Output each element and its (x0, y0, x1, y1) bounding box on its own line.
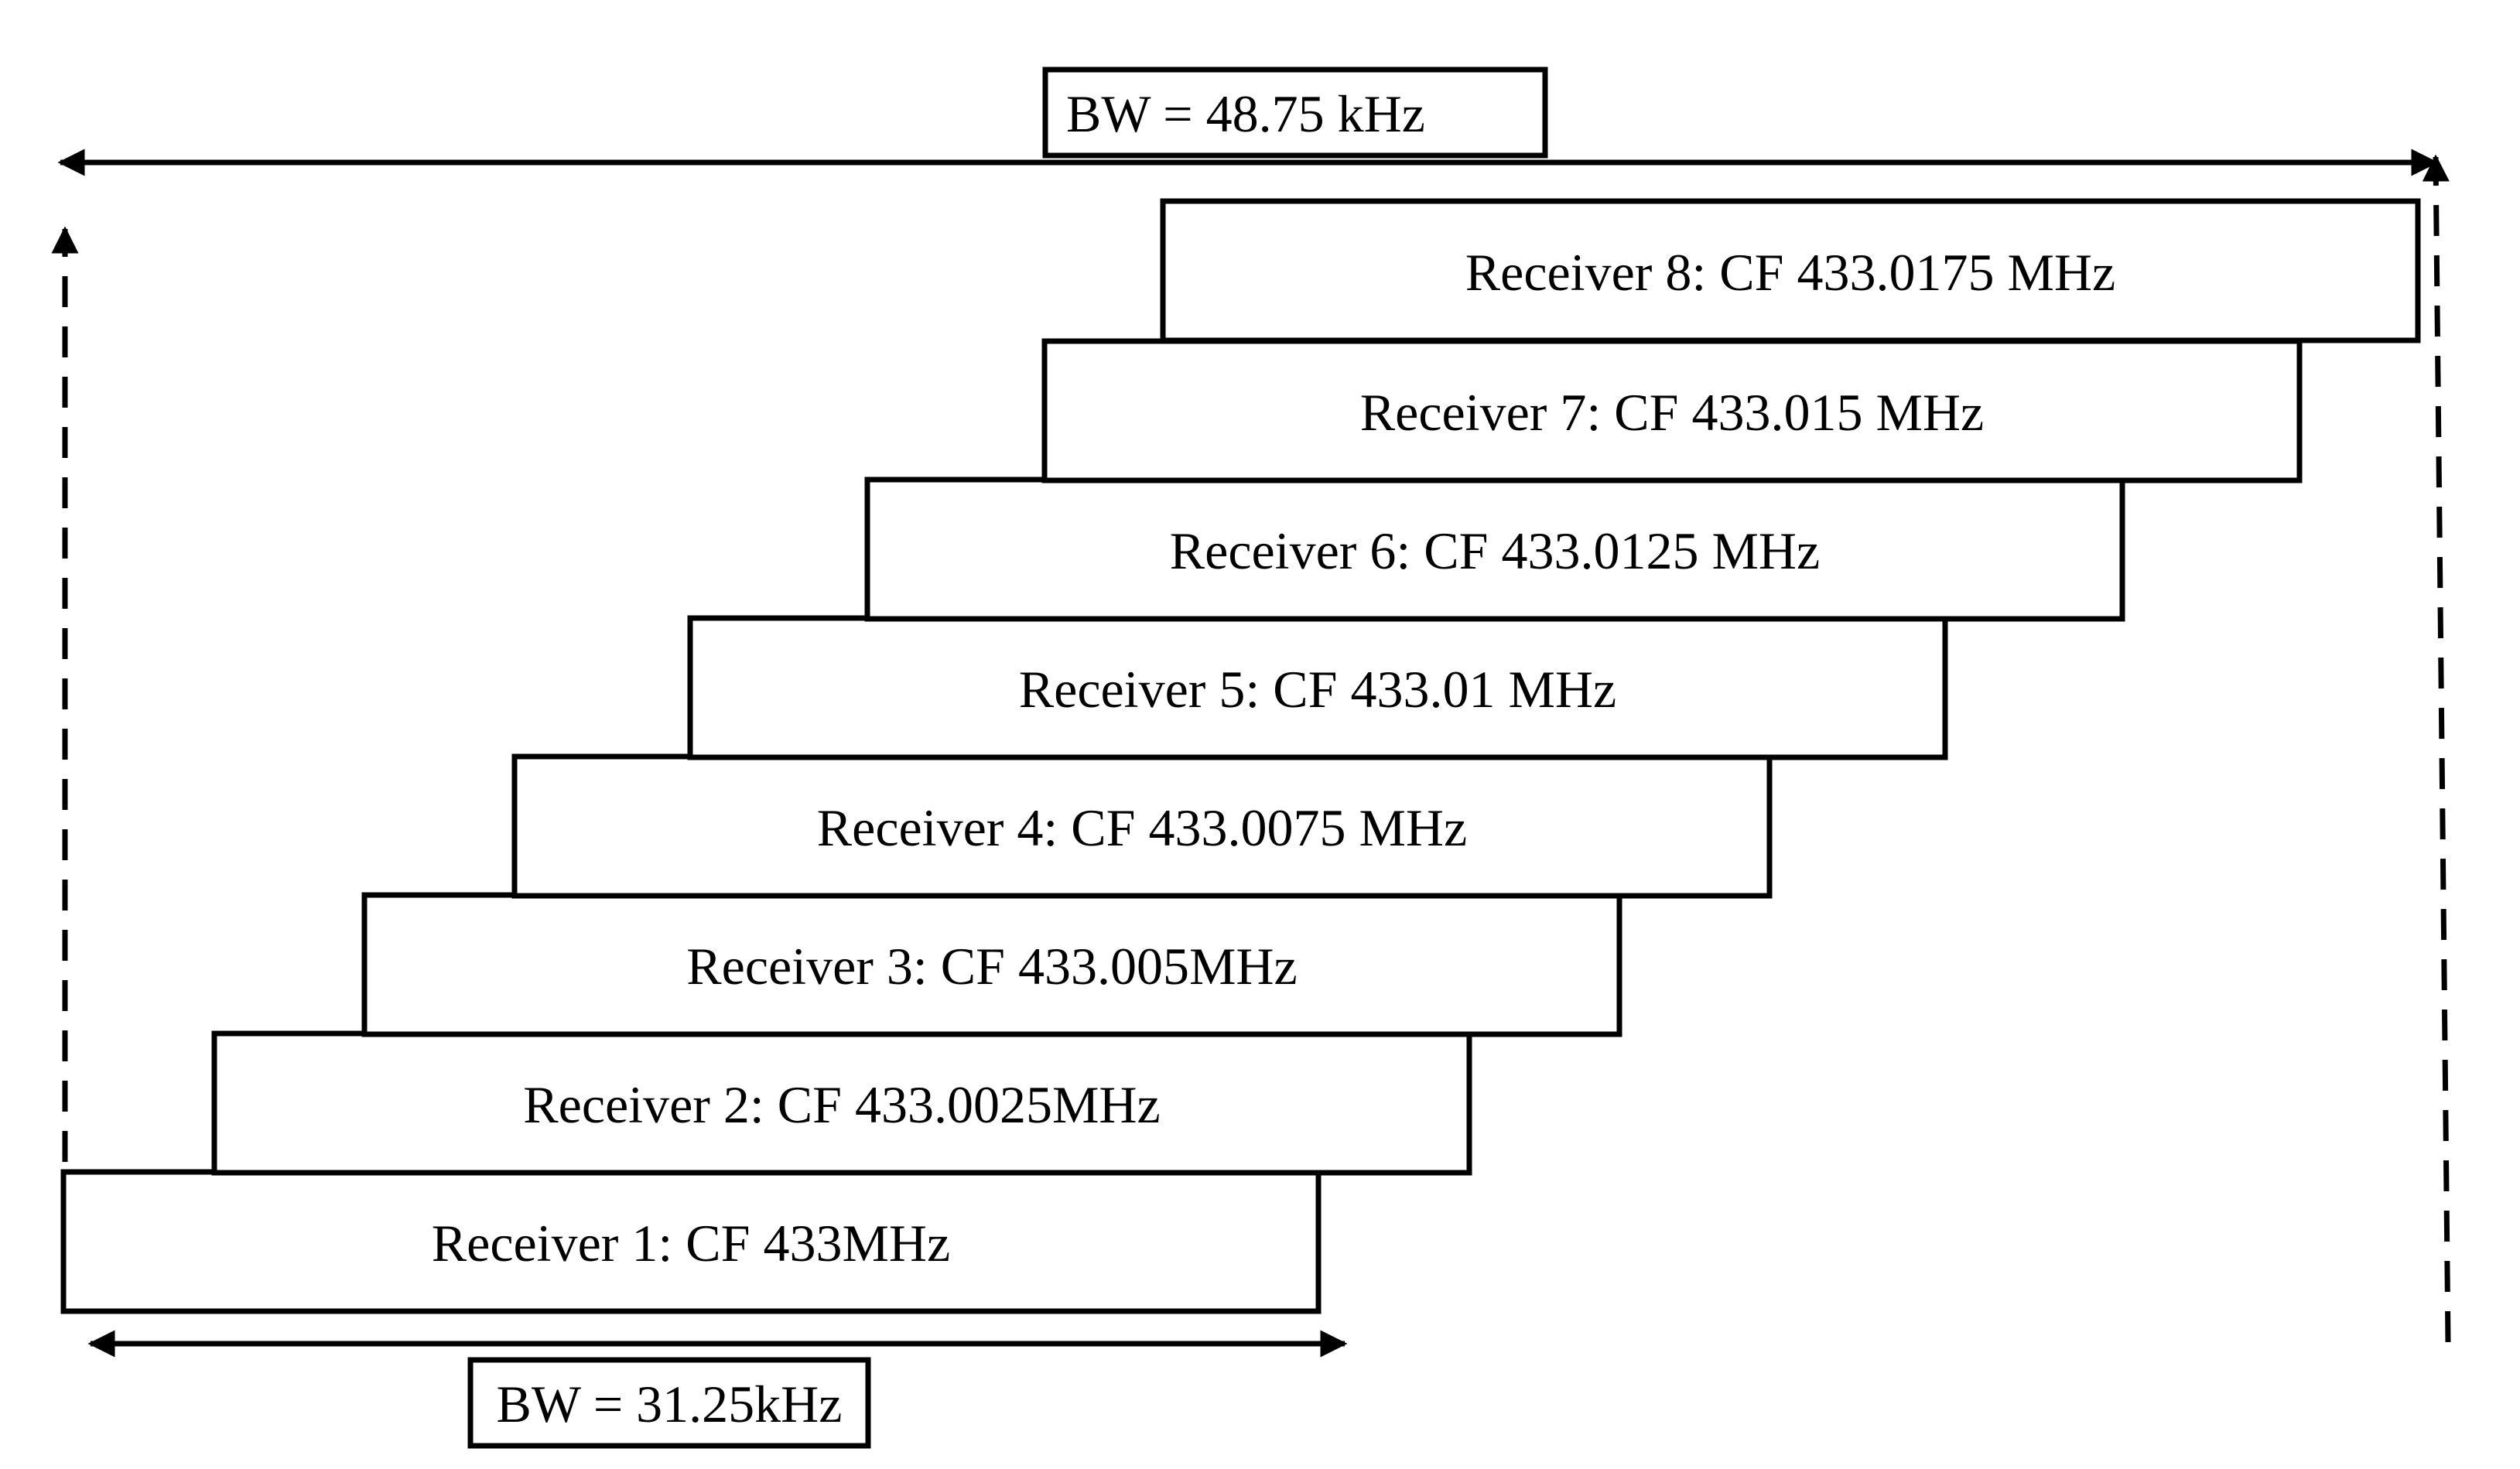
receiver-3-label: Receiver 3: CF 433.005MHz (686, 937, 1297, 996)
receiver-2-label: Receiver 2: CF 433.0025MHz (523, 1075, 1160, 1134)
receiver-4-box: Receiver 4: CF 433.0075 MHz (511, 753, 1773, 899)
receiver-6-box: Receiver 6: CF 433.0125 MHz (864, 477, 2125, 622)
bw-single-label: BW = 31.25kHz (497, 1375, 843, 1433)
right-dashed-boundary (2422, 154, 2451, 1343)
receiver-6-label: Receiver 6: CF 433.0125 MHz (1170, 521, 1820, 580)
receiver-4-label: Receiver 4: CF 433.0075 MHz (817, 798, 1467, 857)
bw-total-label-box (1042, 67, 1548, 159)
receiver-1-label: Receiver 1: CF 433MHz (432, 1214, 950, 1273)
receiver-7-label: Receiver 7: CF 433.015 MHz (1360, 383, 1984, 442)
receiver-3-box: Receiver 3: CF 433.005MHz (361, 892, 1622, 1037)
receiver-1-box: Receiver 1: CF 433MHz (60, 1169, 1322, 1314)
receiver-5-label: Receiver 5: CF 433.01 MHz (1019, 660, 1616, 719)
bw-total-label: BW = 48.75 kHz (1066, 84, 1425, 143)
receiver-7-box: Receiver 7: CF 433.015 MHz (1041, 338, 2303, 483)
bw-single-label-box (467, 1357, 871, 1449)
receiver-2-box: Receiver 2: CF 433.0025MHz (211, 1030, 1472, 1176)
receiver-8-box: Receiver 8: CF 433.0175 MHz (1160, 198, 2421, 343)
receiver-8-label: Receiver 8: CF 433.0175 MHz (1465, 243, 2115, 302)
receiver-5-box: Receiver 5: CF 433.01 MHz (687, 615, 1948, 760)
